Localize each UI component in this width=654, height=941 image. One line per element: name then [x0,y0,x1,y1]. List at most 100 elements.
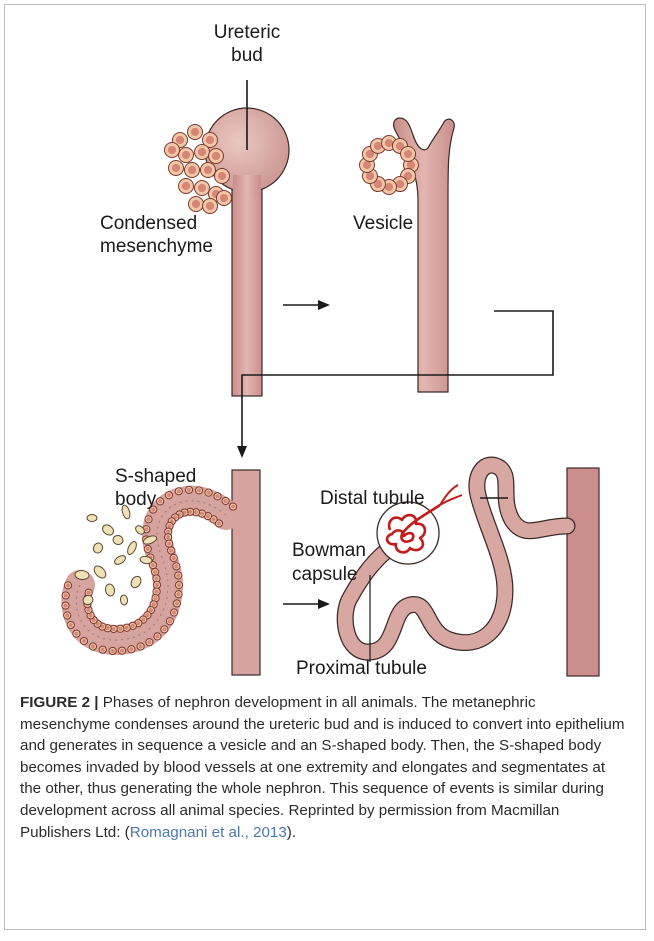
s-body-cell-nucleus [172,556,176,560]
s-body-cell-nucleus [166,530,170,534]
s-body-cell-nucleus [206,514,210,518]
vesicle-cell-nucleus [404,150,412,158]
debris-cell [126,540,138,556]
s-body-cell-nucleus [64,593,68,597]
s-body-cell-nucleus [167,542,171,546]
s-body-cell-nucleus [112,627,116,631]
s-body-cell-nucleus [216,494,220,498]
vesicle-cell-nucleus [407,161,415,169]
s-body-cell-nucleus [64,604,68,608]
s-body-cell-nucleus [187,488,191,492]
mesenchyme-cell-nucleus [188,166,196,174]
debris-cell [113,554,127,566]
s-body-cell-nucleus [212,517,216,521]
label-s-shaped: S-shaped [115,466,196,487]
caption-text: Phases of nephron development in all ani… [20,694,625,841]
debris-cell [92,564,108,580]
s-body-cell-nucleus [101,648,105,652]
mesenchyme-cell-nucleus [198,184,206,192]
mesenchyme-cell-nucleus [182,182,190,190]
s-body-cell-nucleus [69,623,73,627]
s-body-cell-nucleus [231,505,235,509]
mesenchyme-cell-nucleus [168,146,176,154]
debris-cell [101,523,116,537]
mesenchyme-cell-nucleus [206,136,214,144]
s-body-cell-nucleus [177,583,181,587]
s-body-cell-nucleus [139,644,143,648]
s-body-cell-nucleus [141,618,145,622]
label-mesenchyme: mesenchyme [100,236,213,257]
s-body-cell-nucleus [207,491,211,495]
s-body-cell-nucleus [177,489,181,493]
ureteric-bud [205,80,289,396]
arrow-stage3-to-stage4 [283,599,330,609]
s-body-cell-nucleus [176,573,180,577]
vesicle-cell-nucleus [366,172,374,180]
mesenchyme-cell-nucleus [204,166,212,174]
s-body-cell-nucleus [169,548,173,552]
mesenchyme-cell-nucleus [206,202,214,210]
debris-cell [120,595,128,606]
debris-cell [104,583,115,596]
s-body-cell-nucleus [136,621,140,625]
s-body-cell-nucleus [188,510,192,514]
figure-caption: FIGURE 2 | Phases of nephron development… [20,692,630,843]
s-body-cell-nucleus [82,639,86,643]
label-condensed: Condensed [100,213,197,234]
s-body-cell-nucleus [151,563,155,567]
s-body-cell-nucleus [217,521,221,525]
vesicle-cell-nucleus [374,142,382,150]
s-body-cell-nucleus [155,583,159,587]
s-body-cell-nucleus [172,611,176,615]
mesenchyme-cell-nucleus [220,194,228,202]
s-body-cell-nucleus [158,499,162,503]
debris-cell [129,575,143,590]
s-body-cell-nucleus [177,592,181,596]
vesicle-cell-nucleus [385,183,393,191]
s-body-cell-nucleus [149,608,153,612]
s-body-cell-nucleus [155,590,159,594]
label-proximal-tubule: Proximal tubule [296,658,427,679]
figure-number: FIGURE 2 | [20,694,99,711]
nephron-development-diagram: Ureteric bud Condensed mesenchyme Vesicl… [0,0,654,690]
label-distal-tubule: Distal tubule [320,488,425,509]
vesicle-cell-nucleus [385,139,393,147]
s-body-cell-nucleus [162,627,166,631]
mesenchyme-cell-nucleus [182,151,190,159]
s-body-cell-nucleus [168,524,172,528]
debris-cell [92,542,104,555]
s-body-cell-nucleus [152,602,156,606]
s-body-cell-nucleus [145,613,149,617]
mesenchyme-cell-nucleus [176,136,184,144]
label-ureteric: Ureteric [214,22,281,43]
s-body-cell-nucleus [147,640,151,644]
s-body-cell-nucleus [174,564,178,568]
s-body-cell-nucleus [224,499,228,503]
label-vesicle: Vesicle [353,213,413,234]
s-body-cell-nucleus [154,596,158,600]
vesicle-cell-nucleus [396,180,404,188]
s-body-cell-nucleus [65,614,69,618]
mesenchyme-cell-nucleus [218,172,226,180]
debris-cell [87,515,97,522]
s-body-cell-nucleus [146,547,150,551]
connector-stage2-to-stage3 [237,311,553,458]
debris-cell [112,534,124,545]
s-body-cell-nucleus [125,626,129,630]
s-body-cell-nucleus [175,601,179,605]
s-body-cell-nucleus [131,624,135,628]
s-body-cell-nucleus [147,517,151,521]
s-body-cell-nucleus [87,591,91,595]
citation-link[interactable]: Romagnani et al., 2013 [130,824,287,841]
s-body-cell-nucleus [153,570,157,574]
s-body-cell-nucleus [155,634,159,638]
s-body-cell-nucleus [74,632,78,636]
s-body-cell-nucleus [155,577,159,581]
mesenchyme-cell-nucleus [198,148,206,156]
s-body-cell-nucleus [66,583,70,587]
label-bud: bud [231,45,263,66]
mesenchyme-cell-nucleus [192,200,200,208]
s-body-cell-nucleus [166,535,170,539]
label-body: body [115,489,157,510]
label-bowman: Bowman [292,540,366,561]
